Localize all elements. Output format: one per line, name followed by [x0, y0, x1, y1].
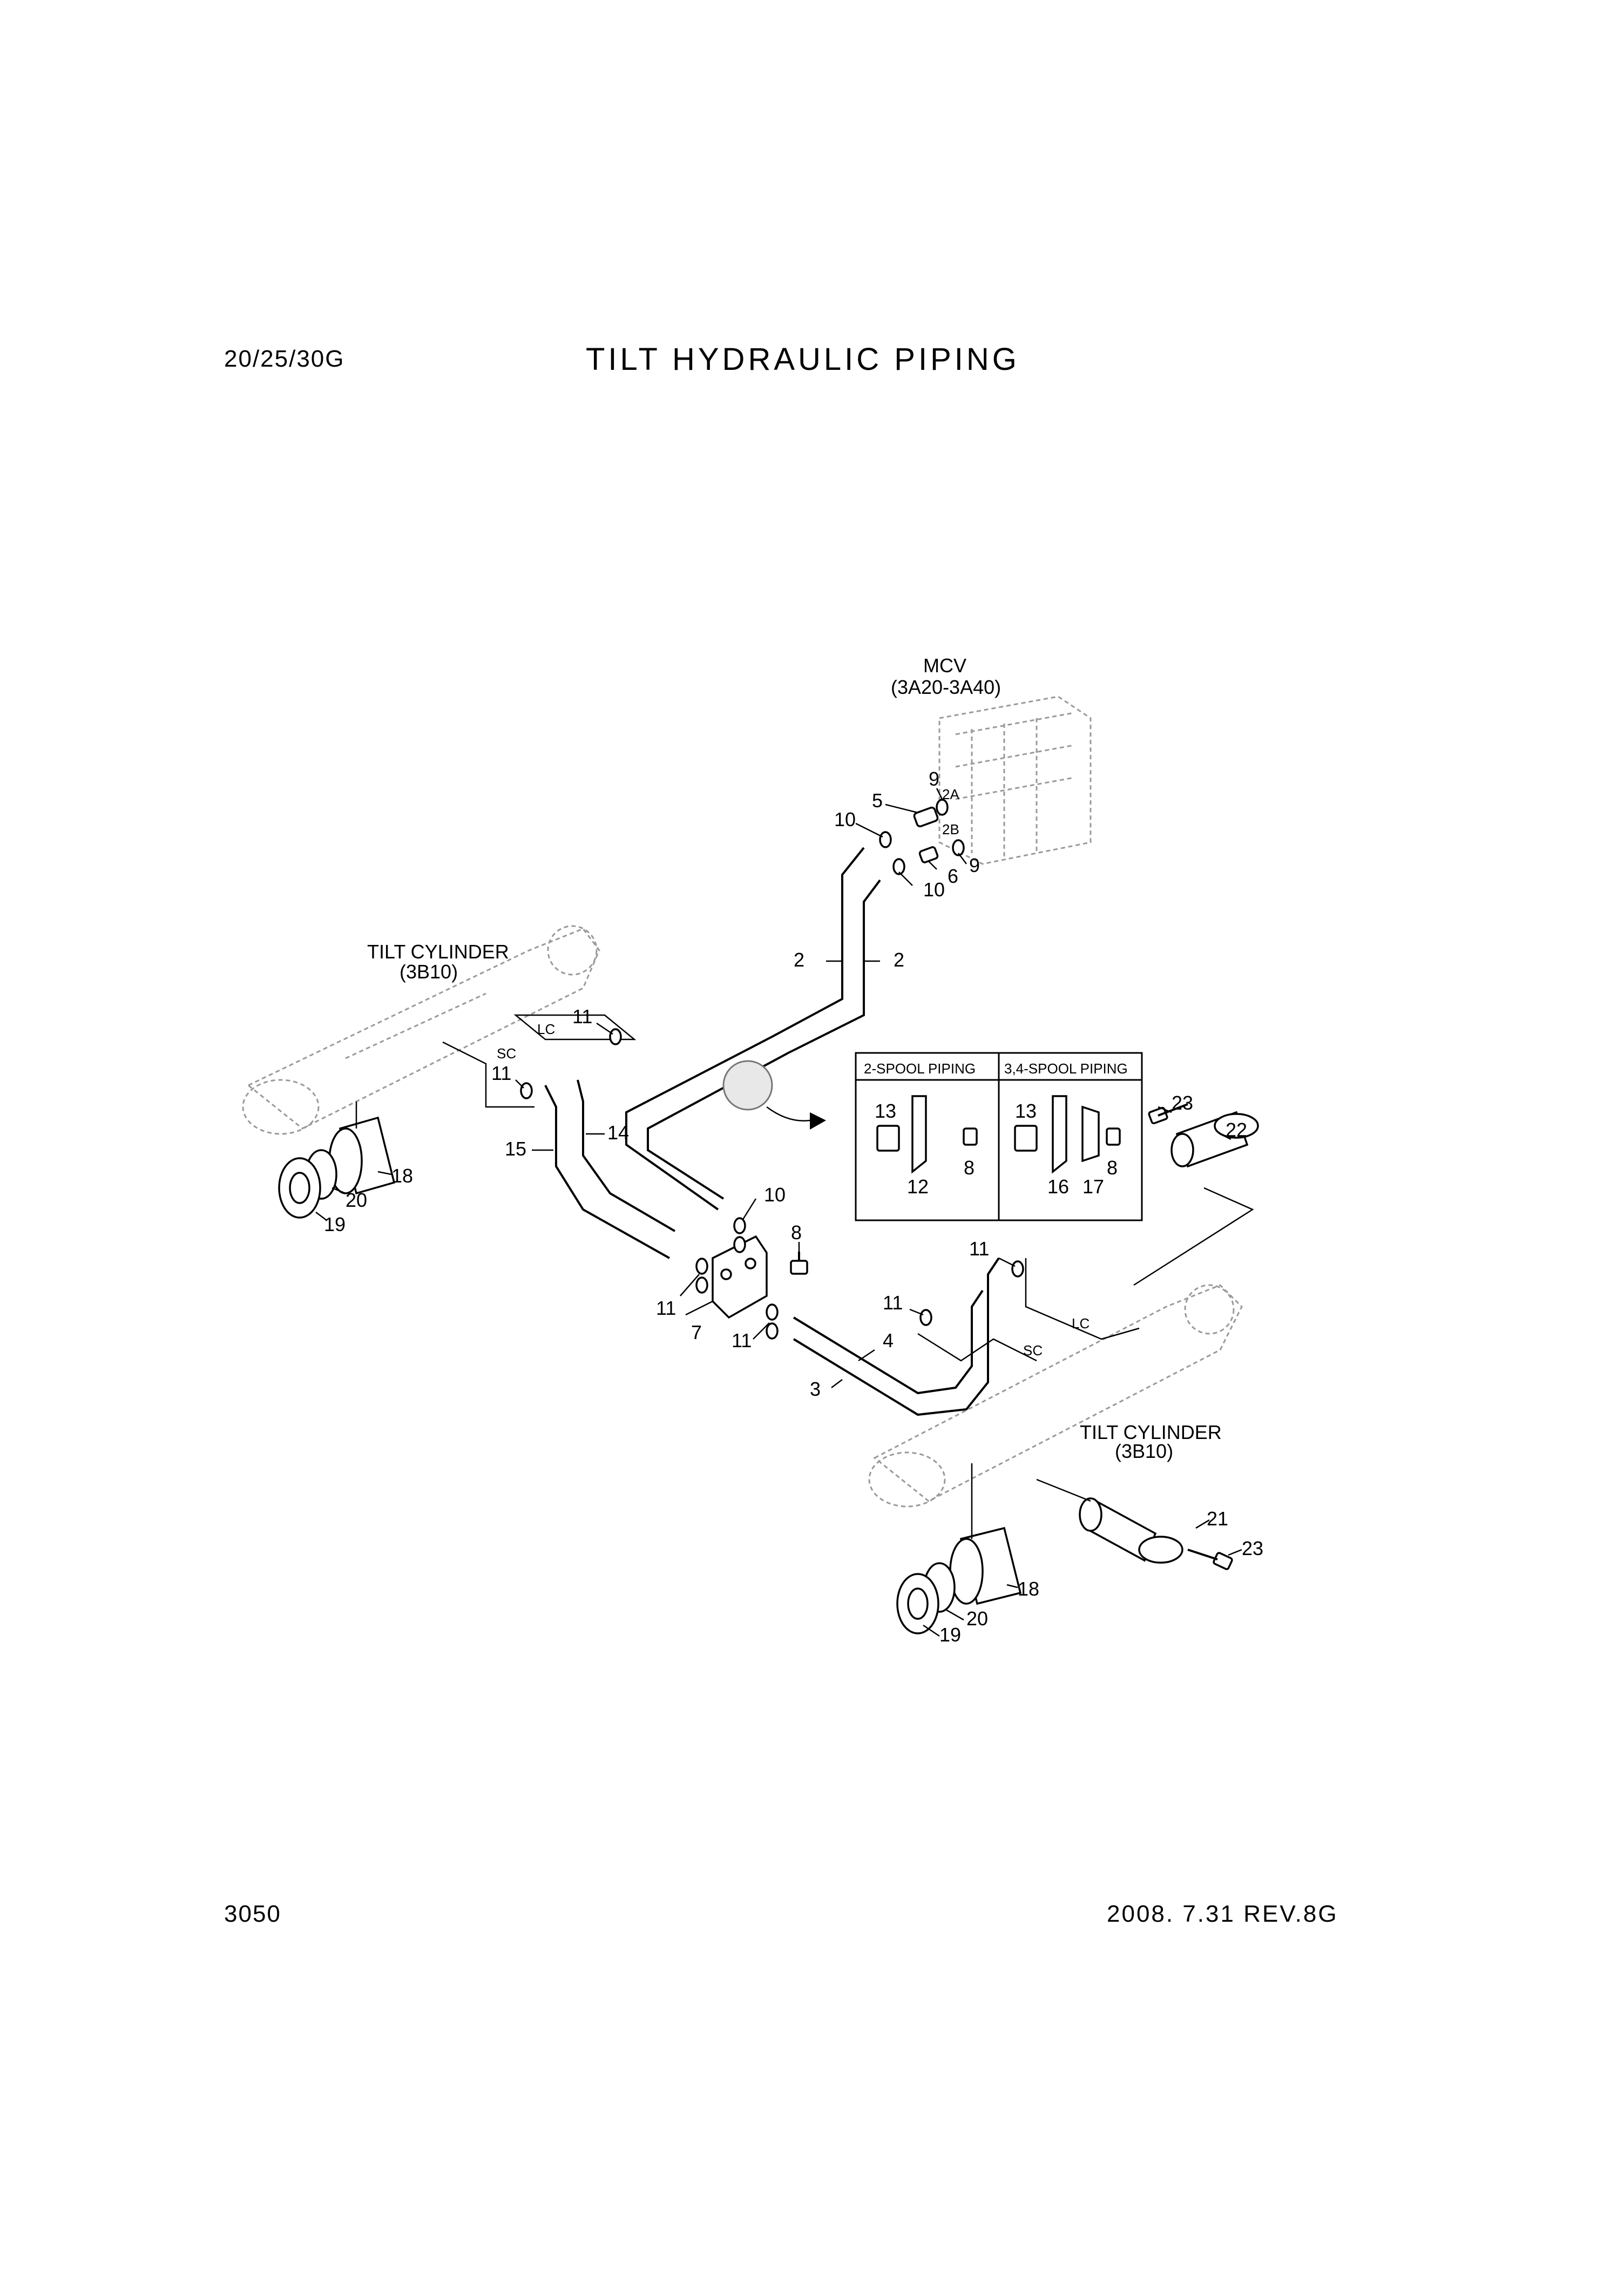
- inset-header-34-spool: 3,4-SPOOL PIPING: [1004, 1060, 1128, 1077]
- callout-11-top: 11: [572, 1005, 592, 1028]
- o-rings-11: [520, 1028, 1024, 1340]
- callout-4: 4: [883, 1329, 894, 1352]
- callout-15: 15: [505, 1138, 526, 1160]
- page-number: 3050: [224, 1901, 281, 1927]
- callout-11-block-left: 11: [656, 1297, 676, 1319]
- inset-right-callout-17: 17: [1082, 1175, 1104, 1198]
- hose-2-pair: [625, 847, 881, 1211]
- page-title: TILT HYDRAULIC PIPING: [586, 342, 1020, 377]
- tilt-cylinder-left-code: (3B10): [400, 961, 458, 983]
- callout-10-lower: 10: [764, 1184, 786, 1206]
- callout-11-hose-lower: 11: [883, 1292, 903, 1314]
- callout-6: 6: [948, 865, 958, 887]
- callout-8: 8: [791, 1221, 802, 1244]
- pin-22-leader: [1133, 1187, 1254, 1286]
- pin-21: [1079, 1497, 1183, 1564]
- callout-18-right: 18: [1018, 1578, 1039, 1600]
- callout-14: 14: [607, 1121, 629, 1144]
- model-code: 20/25/30G: [224, 346, 345, 372]
- inset-header-2-spool: 2-SPOOL PIPING: [864, 1060, 976, 1077]
- pin-22: [1170, 1111, 1259, 1168]
- callout-11-hose-upper: 11: [969, 1238, 989, 1260]
- bolt-23-lower: [1187, 1549, 1233, 1570]
- callout-9-lower: 9: [969, 854, 980, 876]
- callout-5: 5: [872, 789, 883, 812]
- mcv-code-label: (3A20-3A40): [891, 676, 1001, 698]
- bushing-18-left: [328, 1116, 396, 1195]
- revision-date: 2008. 7.31 REV.8G: [1107, 1901, 1338, 1927]
- inset-left-callout-13: 13: [875, 1100, 896, 1122]
- tilt-cylinder-left-ghost: [242, 925, 600, 1135]
- callout-20-right: 20: [966, 1607, 988, 1630]
- hose-3-4-pair: [793, 1257, 1000, 1416]
- washer-19-right-hole: [907, 1587, 929, 1620]
- lc-right-label: LC: [1072, 1315, 1090, 1332]
- tilt-cylinder-right-code: (3B10): [1115, 1440, 1173, 1462]
- tilt-cylinder-left-label: TILT CYLINDER: [367, 941, 509, 963]
- inset-right-callout-16: 16: [1047, 1175, 1069, 1198]
- callout-19-right: 19: [939, 1624, 961, 1646]
- callout-21: 21: [1207, 1508, 1228, 1530]
- callout-22: 22: [1226, 1119, 1247, 1141]
- callout-23-upper: 23: [1172, 1092, 1193, 1114]
- bolt-8: [790, 1252, 808, 1275]
- hose-14-15-pair: [544, 1079, 676, 1259]
- bushing-18-right: [949, 1526, 1022, 1605]
- callout-leaders: [315, 788, 1242, 1637]
- inset-left-callout-12: 12: [907, 1175, 929, 1198]
- callout-23-lower: 23: [1242, 1537, 1263, 1559]
- callout-10-middle: 10: [923, 879, 945, 901]
- mcv-valve-ghost: [938, 695, 1092, 865]
- detail-magnifier: [722, 1060, 773, 1111]
- callout-18-left: 18: [391, 1165, 413, 1187]
- callout-11-block-right: 11: [732, 1329, 752, 1352]
- lc-left-bracket: [513, 1014, 637, 1040]
- callout-11-left: 11: [491, 1062, 511, 1084]
- detail-arrow-line: [766, 1106, 810, 1121]
- port-2b-label: 2B: [942, 821, 959, 837]
- spool-piping-inset: [855, 1052, 1143, 1221]
- callout-10-upper: 10: [834, 808, 856, 830]
- tilt-cylinder-right-ghost: [868, 1284, 1243, 1508]
- callout-19-left: 19: [324, 1213, 346, 1235]
- callout-2-right: 2: [894, 949, 904, 971]
- sc-left-label: SC: [497, 1045, 516, 1062]
- detail-arrow-head: [810, 1112, 826, 1130]
- bolt-23-upper: [1148, 1103, 1188, 1125]
- sc-right-bracket: [917, 1333, 1037, 1362]
- lc-right-bracket: [1025, 1258, 1140, 1340]
- inset-left-callout-8: 8: [964, 1157, 975, 1179]
- callout-7: 7: [691, 1321, 702, 1343]
- callout-2-left: 2: [794, 949, 804, 971]
- inset-right-callout-13: 13: [1015, 1100, 1037, 1122]
- callout-9-upper: 9: [929, 768, 939, 790]
- washer-19-left-hole: [289, 1172, 310, 1204]
- callout-20-left: 20: [346, 1189, 367, 1211]
- inset-right-callout-8: 8: [1107, 1157, 1118, 1179]
- sc-left-bracket: [442, 1041, 534, 1108]
- pin-21-leader: [1036, 1478, 1091, 1502]
- callout-3: 3: [810, 1378, 821, 1400]
- fittings-mcv: [879, 799, 965, 875]
- mcv-label: MCV: [923, 654, 966, 677]
- tilt-cylinder-right-label: TILT CYLINDER: [1080, 1421, 1222, 1443]
